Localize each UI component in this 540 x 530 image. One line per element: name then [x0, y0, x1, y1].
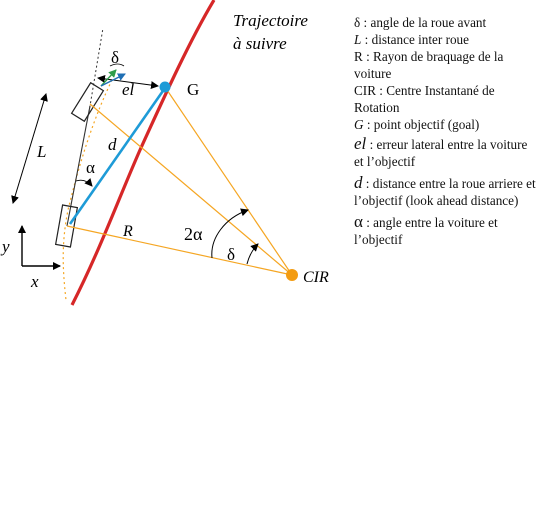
goal-label: G: [187, 80, 199, 99]
rear-to-cir-line: [66, 225, 293, 276]
legend-entry-delta: δ : angle de la roue avant: [354, 14, 536, 31]
legend-text: : point objectif (goal): [363, 117, 480, 132]
alpha-arc: [75, 178, 93, 187]
goal-to-cir-line: [164, 86, 293, 276]
legend-entry-R: R : Rayon de braquage de la voiture: [354, 48, 536, 82]
alpha-label: α: [86, 158, 95, 177]
legend-entry-alpha: α : angle entre la voiture et l’objectif: [354, 213, 536, 248]
trajectory-label-1: Trajectoire: [233, 11, 308, 30]
heading-arrow: [100, 69, 117, 87]
lookahead-line: [68, 87, 167, 225]
legend-text: : Centre Instantané de Rotation: [354, 83, 495, 115]
x-axis-label: x: [30, 272, 39, 291]
trajectory-curve: [70, 0, 216, 306]
legend-text: : angle de la roue avant: [360, 15, 487, 30]
L-dimension: [11, 93, 48, 204]
delta-center-label: δ: [227, 245, 235, 264]
legend-entry-el: el : erreur lateral entre la voiture et …: [354, 135, 536, 170]
legend-symbol: CIR: [354, 83, 376, 98]
two-alpha-label: 2α: [184, 224, 203, 244]
legend-symbol: R: [354, 49, 363, 64]
delta-wheel-label: δ: [111, 48, 119, 67]
rear-wheel: [54, 204, 79, 248]
legend-text: : angle entre la voiture et l’objectif: [354, 215, 498, 247]
cir-label: CIR: [303, 269, 329, 286]
legend-symbol: el: [354, 134, 367, 153]
legend-entry-d: d : distance entre la roue arriere et l’…: [354, 174, 536, 209]
R-label: R: [122, 223, 133, 240]
y-axis-label: y: [0, 237, 10, 256]
legend: δ : angle de la roue avant L : distance …: [354, 14, 536, 248]
legend-text: : distance inter roue: [361, 32, 470, 47]
legend-entry-G: G : point objectif (goal): [354, 116, 536, 133]
legend-entry-L: L : distance inter roue: [354, 31, 536, 48]
legend-symbol: G: [354, 117, 364, 132]
legend-symbol: α: [354, 212, 363, 231]
legend-text: : Rayon de braquage de la voiture: [354, 49, 504, 81]
legend-symbol: L: [354, 32, 362, 47]
cir-point: [286, 269, 298, 281]
el-label: el: [122, 80, 135, 99]
trajectory-label-2: à suivre: [233, 34, 287, 53]
legend-entry-CIR: CIR : Centre Instantané de Rotation: [354, 82, 536, 116]
front-to-cir-line: [89, 103, 293, 276]
delta-center-arc: [246, 243, 259, 265]
two-alpha-arc: [211, 208, 249, 259]
heading-extension: [88, 27, 104, 113]
legend-symbol: δ: [354, 15, 361, 30]
legend-text: : erreur lateral entre la voiture et l’o…: [354, 137, 528, 169]
legend-symbol: d: [354, 173, 363, 192]
front-wheel: [70, 81, 105, 123]
goal-point: [159, 81, 171, 93]
turning-circle-arc: [62, 79, 113, 301]
legend-text: : distance entre la roue arriere et l’ob…: [354, 176, 536, 208]
d-label: d: [108, 135, 117, 154]
L-label: L: [36, 142, 46, 161]
delta-wheel-arc: [109, 63, 125, 67]
steer-arrow: [100, 73, 126, 87]
